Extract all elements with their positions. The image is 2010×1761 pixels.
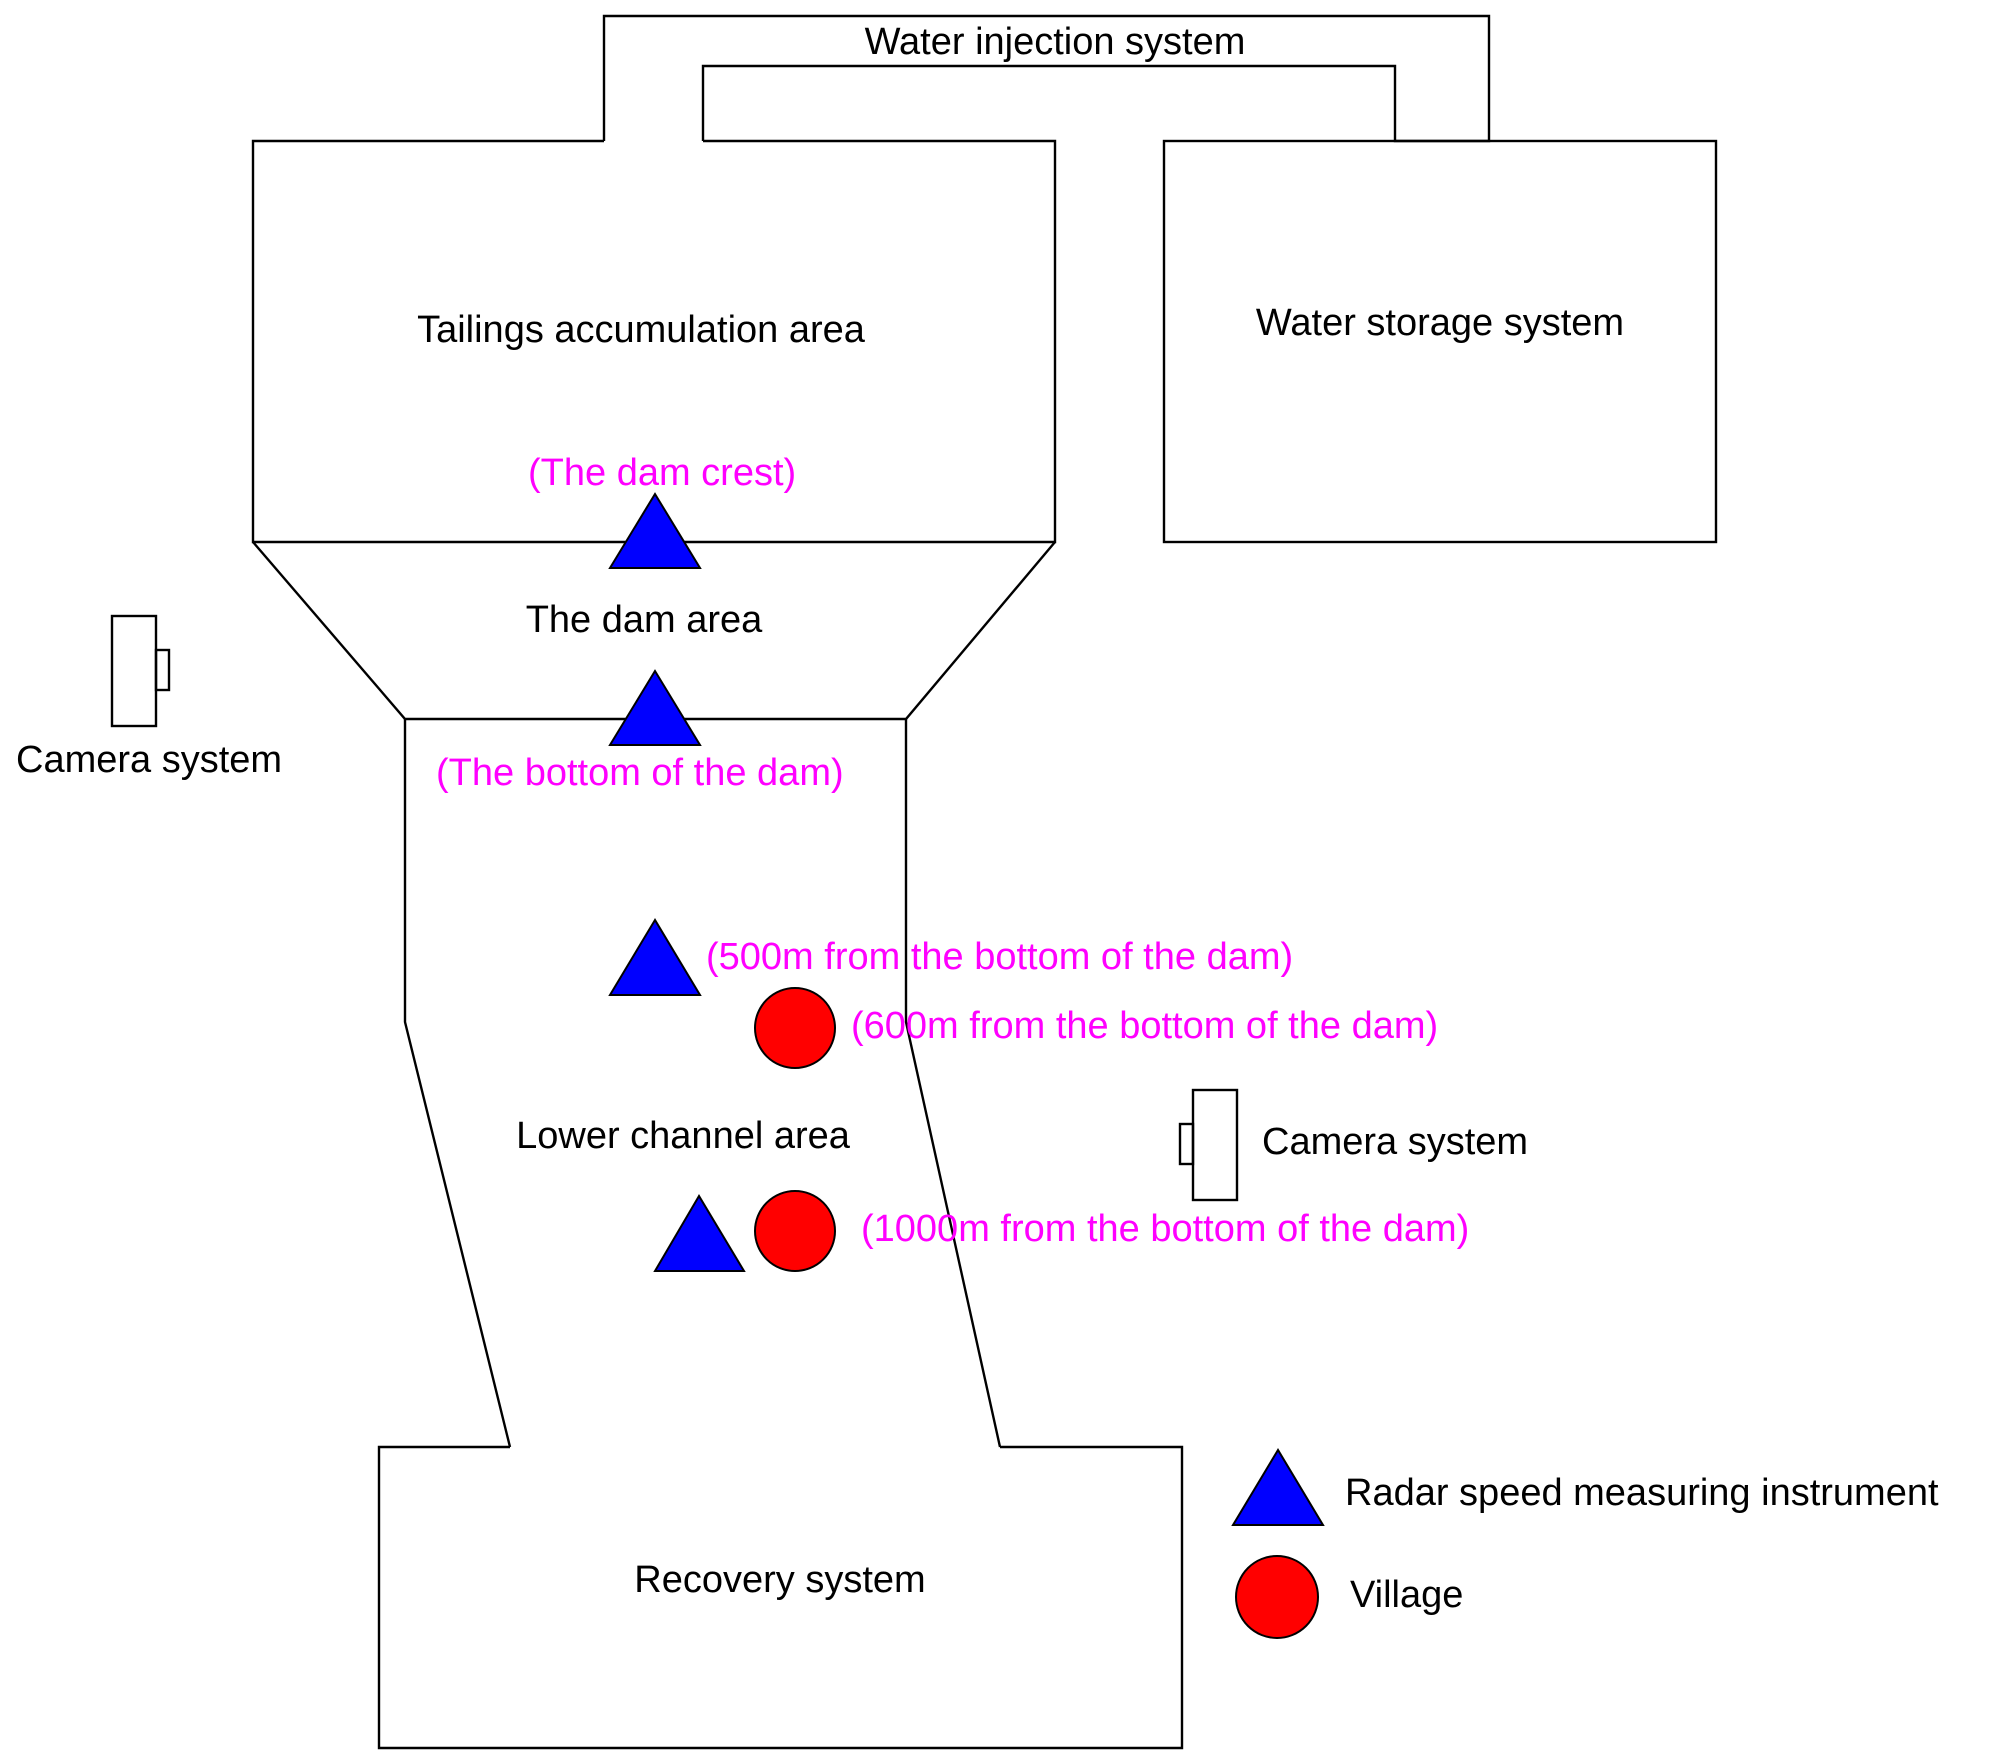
camera-icon [110,614,171,728]
legend-village-icon [1235,1555,1319,1639]
radar-dam-bottom-icon [608,669,702,746]
recovery-system-label: Recovery system [634,1559,925,1601]
radar-1000m-icon [653,1194,746,1272]
tailings-accumulation-label: Tailings accumulation area [417,309,866,351]
village-1000m-icon [754,1190,836,1272]
camera-icon [1178,1088,1239,1202]
dam-area-label: The dam area [526,599,763,641]
dam-crest-annotation: (The dam crest) [528,452,796,494]
lower-channel-label: Lower channel area [516,1115,851,1157]
radar-dam-crest-icon [608,492,702,569]
1000m-annotation: (1000m from the bottom of the dam) [861,1208,1469,1250]
legend-radar-icon [1231,1448,1325,1526]
radar-500m-icon [608,918,702,996]
600m-annotation: (600m from the bottom of the dam) [851,1005,1438,1047]
legend: Radar speed measuring instrument Village [1231,1448,1939,1639]
camera-system-left-label: Camera system [16,739,282,781]
camera-system-right-label: Camera system [1262,1121,1528,1163]
500m-annotation: (500m from the bottom of the dam) [706,936,1293,978]
legend-village-label: Village [1350,1574,1463,1616]
lower-channel-right-bank [904,719,1002,1448]
recovery-system [377,1445,1184,1750]
water-storage-label: Water storage system [1256,302,1624,344]
legend-radar-label: Radar speed measuring instrument [1345,1472,1939,1514]
lower-channel-area [403,719,512,1448]
village-600m-icon [754,987,836,1069]
water-storage-system [1162,139,1718,544]
water-injection-label: Water injection system [865,21,1246,63]
dam-bottom-annotation: (The bottom of the dam) [436,752,844,794]
